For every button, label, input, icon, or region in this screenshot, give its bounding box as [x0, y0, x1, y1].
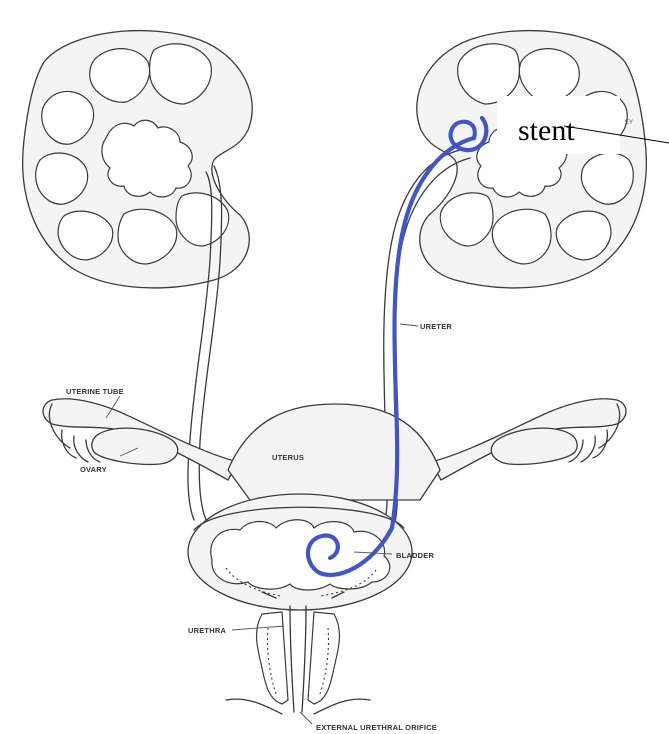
right-kidney: [417, 31, 647, 288]
left-uterine-tube: [43, 399, 238, 480]
label-bladder: BLADDER: [396, 551, 434, 560]
label-uterine-tube: UTERINE TUBE: [66, 387, 124, 396]
label-external-urethral-orifice: EXTERNAL URETHRAL ORIFICE: [316, 723, 437, 732]
label-ovary: OVARY: [80, 465, 107, 474]
right-uterine-tube: [431, 399, 626, 480]
uterus: [228, 404, 440, 500]
corner-label-fragment: EY: [625, 120, 633, 126]
urethra: [226, 606, 370, 714]
bladder: [188, 494, 412, 610]
label-ureter: URETER: [420, 322, 452, 331]
label-uterus: UTERUS: [272, 453, 304, 462]
left-kidney: [23, 31, 253, 288]
label-urethra: URETHRA: [188, 626, 226, 635]
stent-label: stent: [518, 114, 575, 147]
